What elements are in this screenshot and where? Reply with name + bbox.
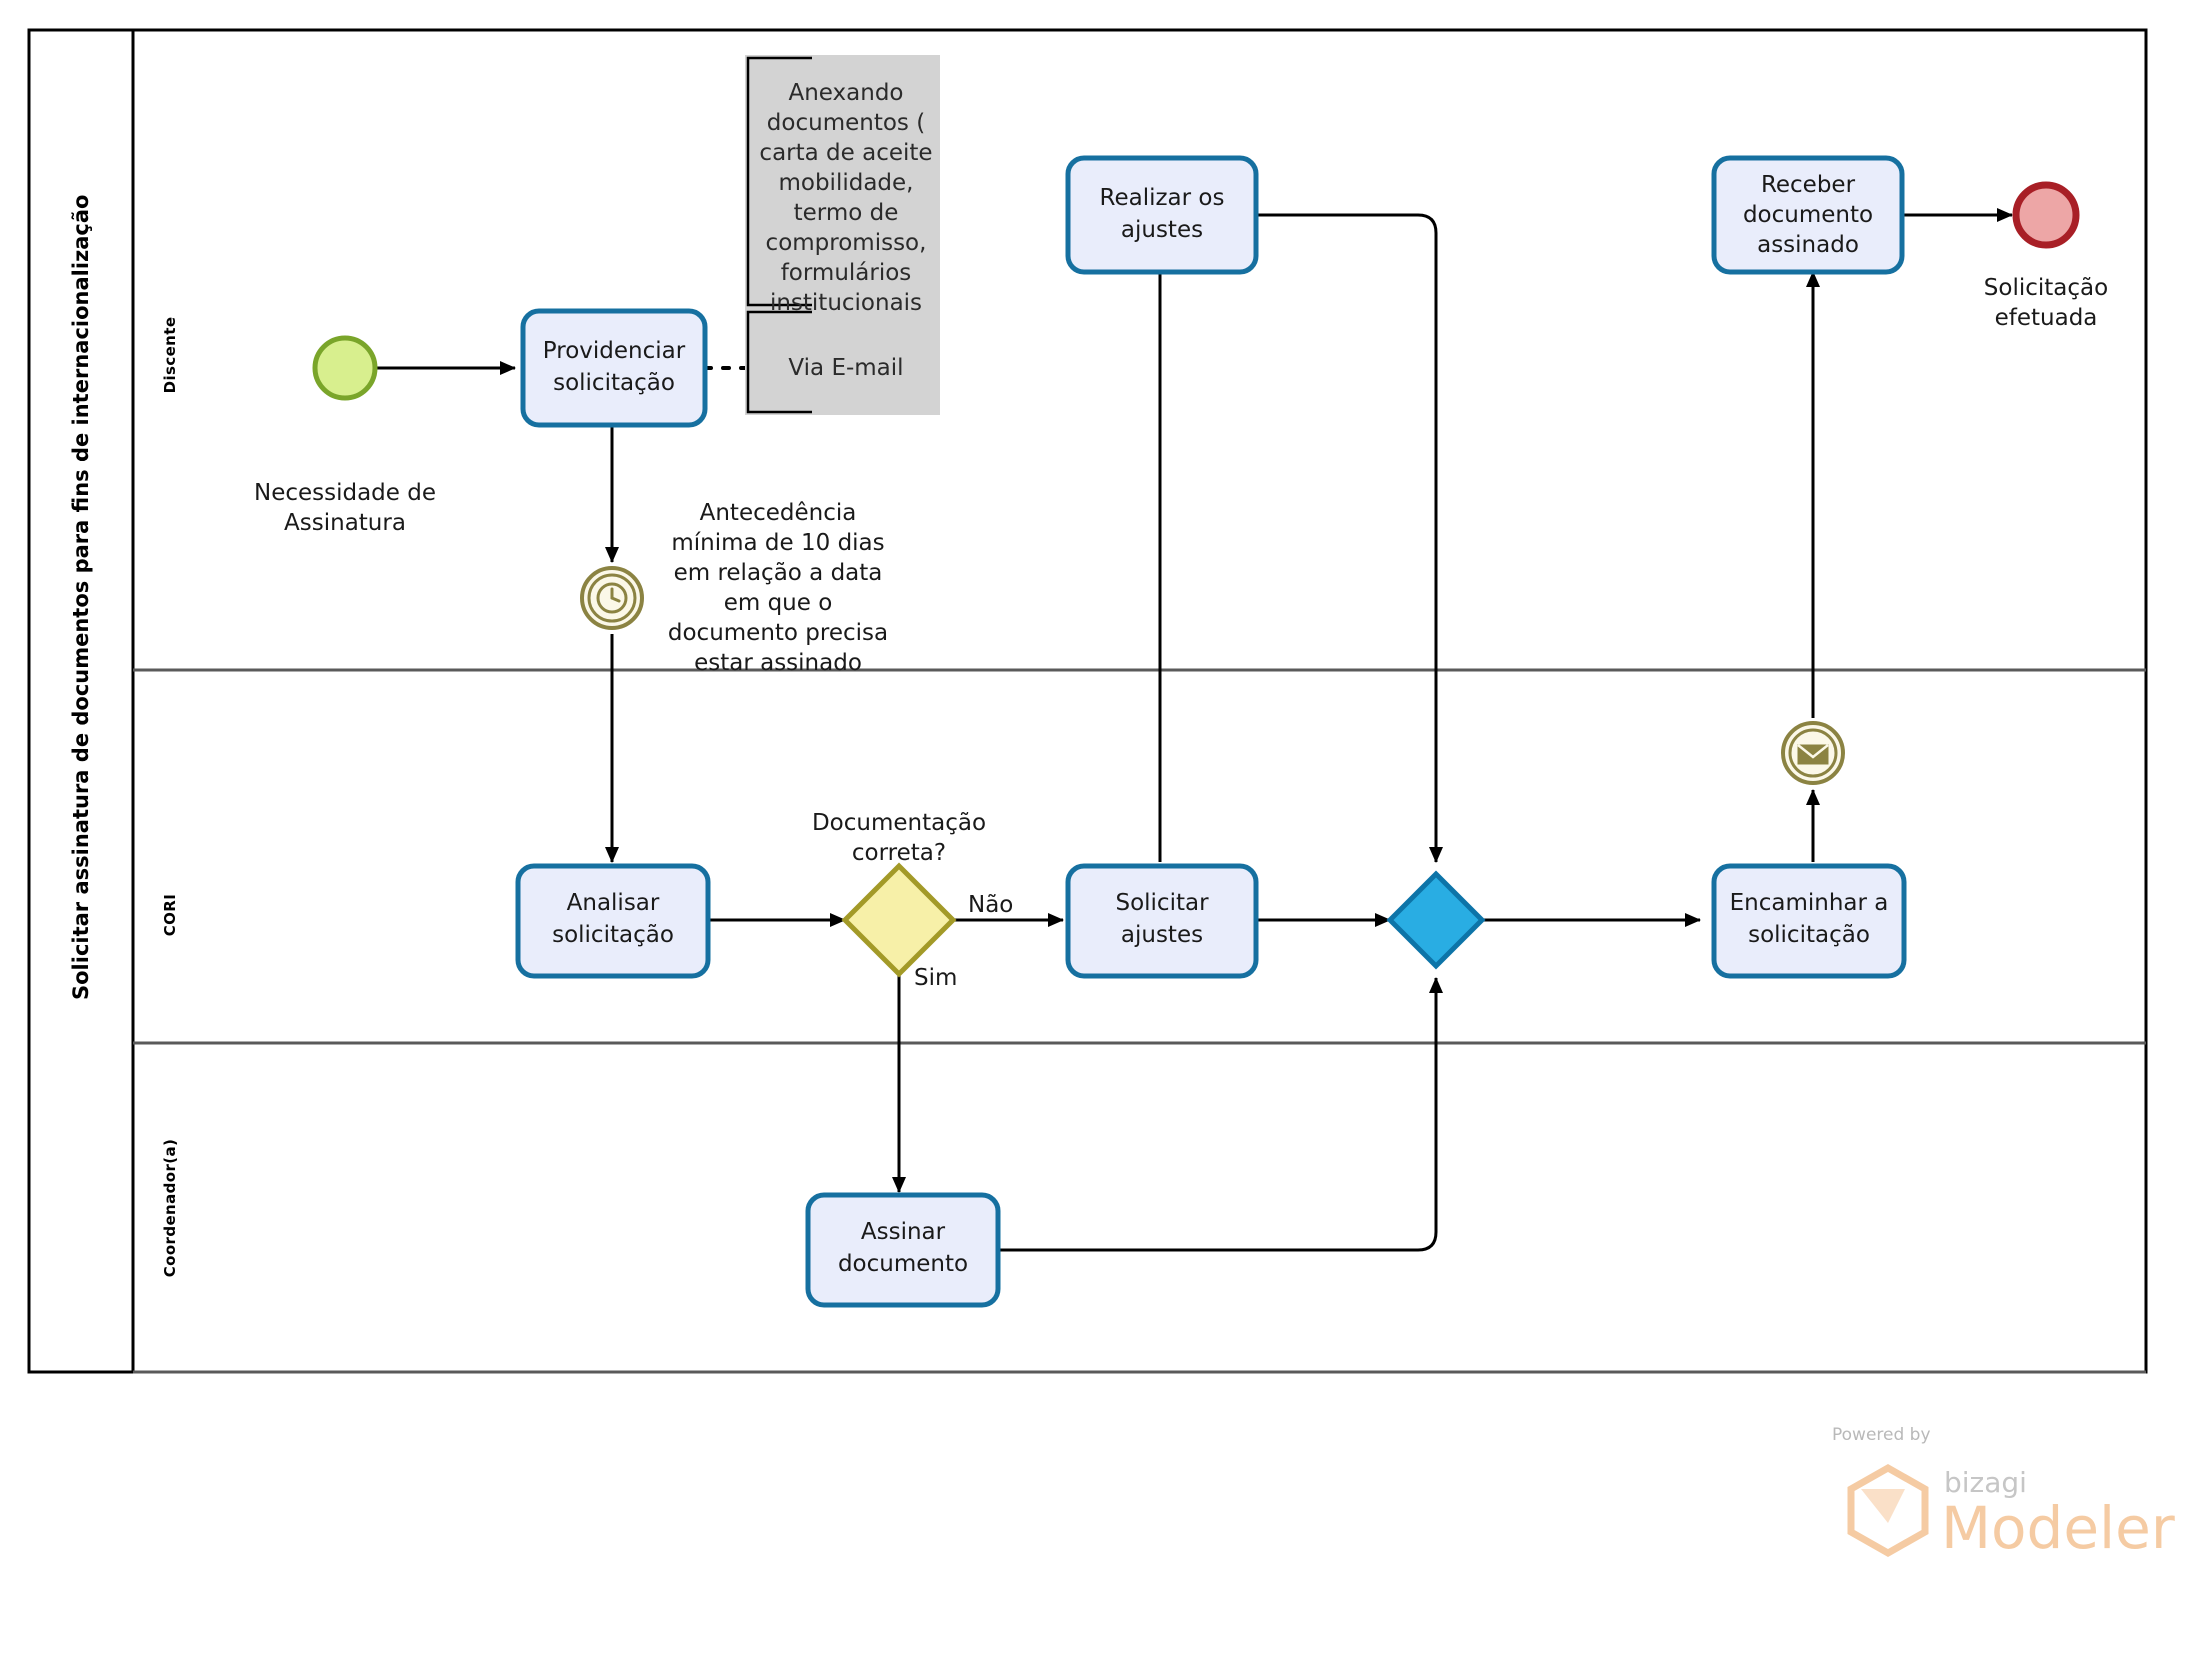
bizagi-logo: Powered by bizagi Modeler — [1832, 1425, 2175, 1562]
flow-label-nao: Não — [968, 892, 1013, 918]
lane-label-discente: Discente — [161, 317, 179, 394]
task-solicitar-ajustes-line-1: ajustes — [1121, 922, 1203, 948]
task-solicitar-ajustes-line-0: Solicitar — [1115, 890, 1209, 916]
timer-intermediate-event[interactable]: Antecedência mínima de 10 dias em relaçã… — [580, 500, 888, 676]
annotation-via-email-line-0: Via E-mail — [788, 355, 903, 381]
envelope-icon — [1797, 744, 1829, 765]
task-providenciar-solicitacao[interactable]: Providenciar solicitação — [520, 308, 708, 428]
lane-coordenador: Coordenador(a) — [161, 1139, 179, 1278]
exclusive-gateway-documentacao-correta[interactable]: Documentação correta? Não Sim — [812, 810, 1013, 991]
task-analisar-line-0: Analisar — [567, 890, 660, 916]
flow-realizar-to-merge — [1257, 213, 1443, 863]
task-realizar-line-0: Realizar os — [1100, 185, 1225, 211]
sequence-flows — [376, 208, 2013, 1252]
gateway-label-line-1: correta? — [852, 840, 946, 866]
annotation-line-6: formulários — [781, 260, 912, 286]
annotation-line-3: mobilidade, — [778, 170, 913, 196]
logo-bizagi-text: bizagi — [1944, 1466, 2027, 1499]
task-assinar-line-1: documento — [838, 1251, 968, 1277]
message-intermediate-event[interactable] — [1781, 721, 1845, 785]
start-event-label-line-0: Necessidade de — [254, 480, 436, 506]
task-receber-line-0: Receber — [1761, 172, 1856, 198]
task-realizar-os-ajustes[interactable]: Realizar os ajustes — [1065, 155, 1259, 275]
end-event-label-line-1: efetuada — [1995, 305, 2098, 331]
task-assinar-documento[interactable]: Assinar documento — [805, 1192, 1001, 1308]
task-receber-documento-assinado[interactable]: Receber documento assinado — [1711, 155, 1905, 275]
logo-powered-by-text: Powered by — [1832, 1425, 1931, 1445]
flow-assinar-to-merge — [1000, 977, 1443, 1252]
task-providenciar-line-0: Providenciar — [543, 338, 686, 364]
lane-cori: CORI — [161, 894, 179, 937]
annotation-via-email: Via E-mail — [746, 310, 904, 414]
gateway-label-line-0: Documentação — [812, 810, 986, 836]
annotation-line-0: Anexando — [788, 80, 903, 106]
annotation-line-1: documentos ( — [767, 110, 925, 136]
clock-icon — [596, 582, 628, 614]
timer-label-line-4: documento precisa — [668, 620, 888, 646]
annotation-anexando-documentos: Anexando documentos ( carta de aceite mo… — [745, 55, 940, 415]
task-encaminhar-line-1: solicitação — [1748, 922, 1870, 948]
task-receber-line-1: documento — [1743, 202, 1873, 228]
start-event-label-line-1: Assinatura — [284, 510, 406, 536]
task-realizar-line-1: ajustes — [1121, 217, 1203, 243]
lane-dividers — [133, 668, 2146, 1374]
task-providenciar-line-1: solicitação — [553, 370, 675, 396]
task-encaminhar-line-0: Encaminhar a — [1730, 890, 1889, 916]
end-event-solicitacao-efetuada[interactable]: Solicitação efetuada — [1984, 181, 2108, 331]
lane-label-cori: CORI — [161, 894, 179, 937]
annotation-line-2: carta de aceite — [759, 140, 932, 166]
pool-title-text: Solicitar assinatura de documentos para … — [69, 195, 93, 1000]
timer-label-line-2: em relação a data — [674, 560, 883, 586]
timer-label-line-5: estar assinado — [694, 650, 862, 676]
annotation-line-4: termo de — [794, 200, 899, 226]
start-event-necessidade-assinatura[interactable]: Necessidade de Assinatura — [254, 335, 436, 536]
task-receber-line-2: assinado — [1757, 232, 1859, 258]
bizagi-hexagon-icon — [1847, 1463, 1929, 1558]
task-encaminhar-a-solicitacao[interactable]: Encaminhar a solicitação — [1711, 863, 1907, 979]
flow-label-sim: Sim — [914, 965, 957, 991]
lane-label-coordenador: Coordenador(a) — [161, 1139, 179, 1278]
end-event-label-line-0: Solicitação — [1984, 275, 2108, 301]
task-analisar-solicitacao[interactable]: Analisar solicitação — [515, 863, 711, 979]
task-analisar-line-1: solicitação — [552, 922, 674, 948]
parallel-gateway-merge[interactable] — [1386, 870, 1486, 970]
task-solicitar-ajustes[interactable]: Solicitar ajustes — [1065, 863, 1259, 979]
pool-title: Solicitar assinatura de documentos para … — [69, 195, 93, 1000]
task-assinar-line-0: Assinar — [861, 1219, 946, 1245]
timer-label-line-3: em que o — [724, 590, 833, 616]
logo-modeler-text: Modeler — [1941, 1494, 2175, 1562]
annotation-line-5: compromisso, — [766, 230, 927, 256]
timer-label-line-0: Antecedência — [700, 500, 857, 526]
lane-discente: Discente — [161, 317, 179, 394]
timer-label-line-1: mínima de 10 dias — [671, 530, 884, 556]
